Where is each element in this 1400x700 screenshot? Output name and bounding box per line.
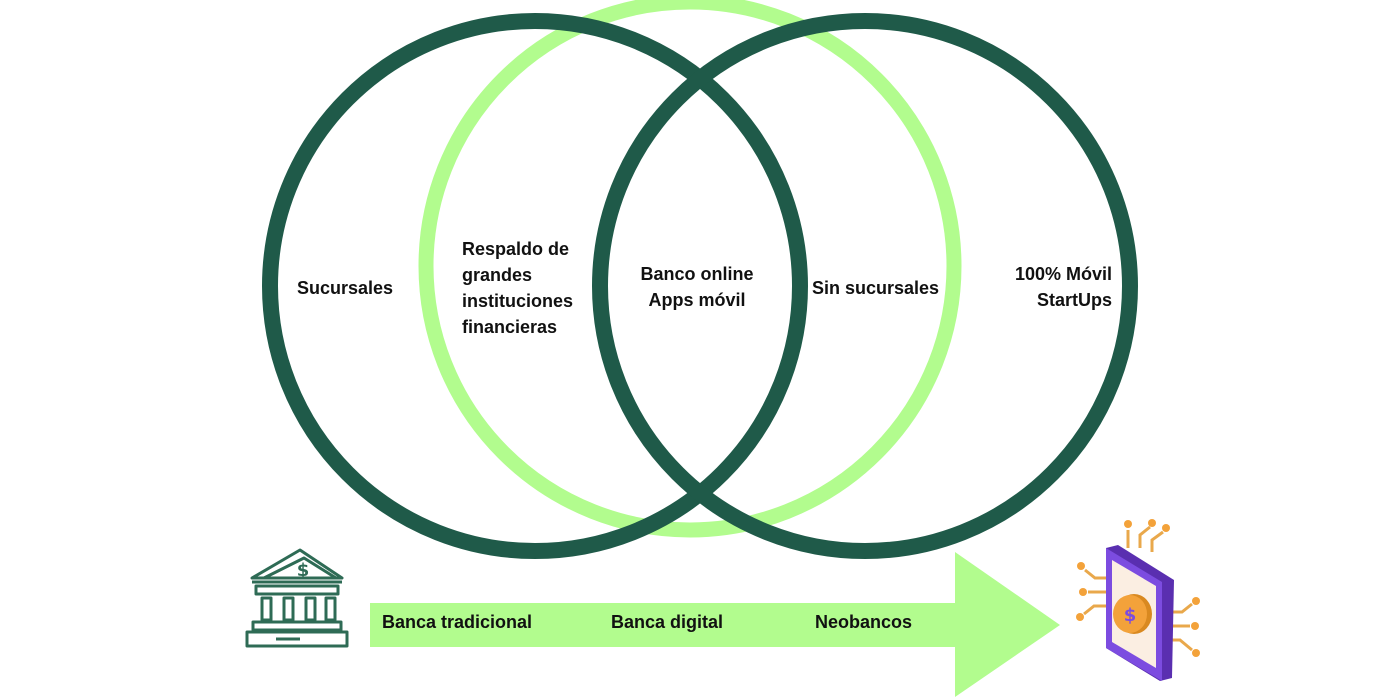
venn-label-left: Sucursales — [297, 278, 394, 298]
venn-label-right-middle: Sin sucursales — [812, 278, 940, 298]
venn-label-center: Banco online Apps móvil — [620, 261, 774, 313]
circle-banca-digital — [418, 0, 962, 538]
venn-label-left-middle-line-4: financieras — [462, 317, 558, 337]
bank-building-icon: $ — [245, 548, 349, 648]
venn-label-right: 100% Móvil StartUps — [1000, 261, 1112, 313]
arrow-label-neobancos: Neobancos — [815, 612, 913, 632]
venn-label-left-middle-line-3: instituciones — [462, 291, 574, 311]
svg-text:$: $ — [1124, 605, 1137, 626]
mobile-phone-coin-icon: $ — [1076, 519, 1200, 681]
venn-label-center-line-2: Apps móvil — [648, 290, 746, 310]
circle-neobancos — [592, 13, 1138, 559]
arrow-label-banca-tradicional: Banca tradicional — [382, 612, 533, 632]
venn-label-right-line-2: StartUps — [1036, 290, 1112, 310]
circle-banca-tradicional — [262, 13, 808, 559]
evolution-arrow — [370, 552, 1060, 697]
venn-label-right-line-1: 100% Móvil — [1014, 264, 1112, 284]
venn-label-left-middle-line-2: grandes — [462, 265, 533, 285]
venn-label-left-middle-line-1: Respaldo de — [462, 239, 570, 259]
venn-label-center-line-1: Banco online — [640, 264, 754, 284]
svg-text:$: $ — [297, 560, 310, 581]
arrow-label-banca-digital: Banca digital — [611, 612, 724, 632]
venn-label-left-middle: Respaldo de grandes instituciones financ… — [462, 236, 573, 340]
